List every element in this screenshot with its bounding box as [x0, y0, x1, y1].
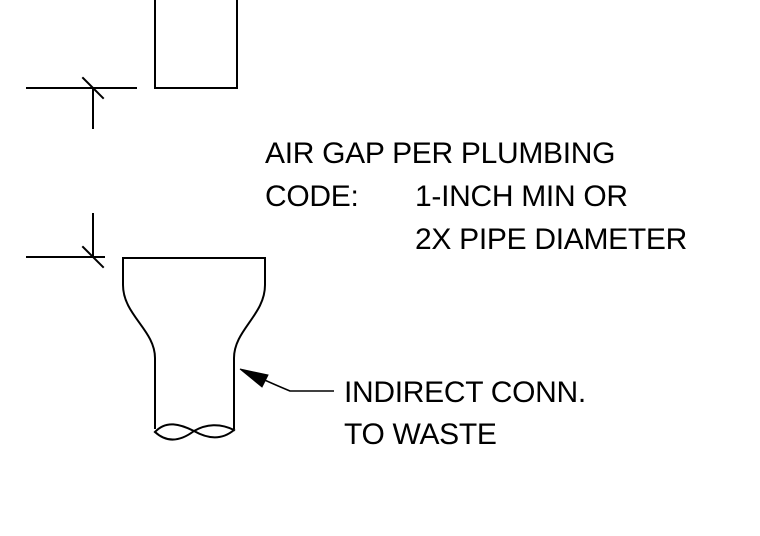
indirect-note-line1: INDIRECT CONN. [344, 376, 586, 409]
pipe-break-line-lower [153, 424, 236, 441]
leader-arrowhead [239, 368, 269, 388]
waste-funnel [122, 257, 266, 441]
funnel-right-wall [122, 257, 266, 429]
discharge-pipe [154, 0, 238, 89]
air-gap-note-line2: 1-INCH MIN OR [415, 180, 628, 213]
indirect-connection-leader [239, 368, 334, 392]
upper-dimension-mark [26, 76, 137, 129]
funnel-left-wall [122, 257, 156, 429]
lower-dimension-tick [81, 245, 105, 269]
air-gap-note-line3: 2X PIPE DIAMETER [415, 223, 687, 256]
discharge-pipe-outline [154, 0, 238, 89]
air-gap-note: AIR GAP PER PLUMBING CODE: 1-INCH MIN OR… [265, 137, 687, 256]
indirect-note-line2: TO WASTE [344, 418, 497, 451]
upper-dimension-tick [81, 76, 105, 100]
air-gap-note-code-label: CODE: [265, 180, 359, 213]
lower-dimension-mark [26, 213, 105, 269]
indirect-connection-note: INDIRECT CONN. TO WASTE [344, 376, 586, 451]
air-gap-note-line1: AIR GAP PER PLUMBING [265, 137, 615, 170]
